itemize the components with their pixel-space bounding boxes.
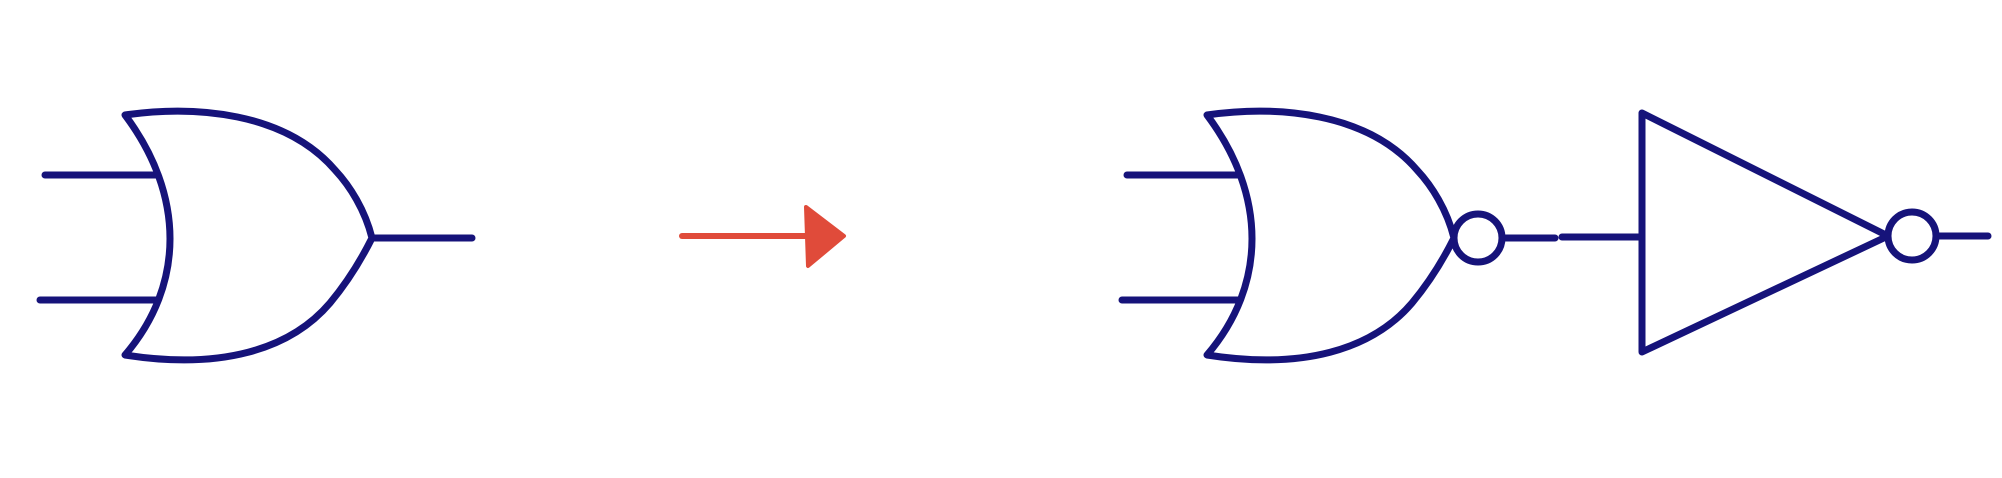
nor-gate [1118,107,1559,364]
or-gate-left [36,107,476,364]
or-gate-body [121,107,376,364]
arrow-head [804,205,846,268]
not-gate [1558,109,1992,356]
not-gate-inversion-bubble [1884,208,1940,264]
arrow-right-icon [679,205,846,268]
not-gate-body [1638,109,1892,356]
nor-gate-body [1203,107,1458,364]
nor-gate-inversion-bubble [1450,210,1506,266]
